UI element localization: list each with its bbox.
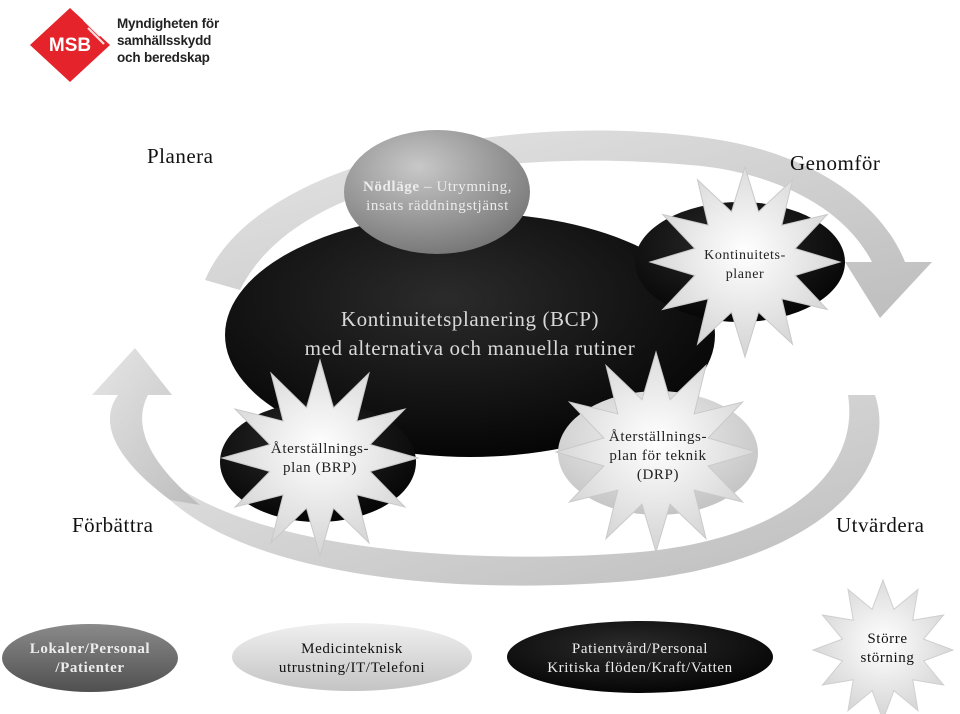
emergency-line-2: insats räddningstjänst — [366, 198, 509, 214]
care-line-2: Kritiska flöden/Kraft/Vatten — [547, 660, 733, 676]
brp-text: Återställnings- plan (BRP) — [250, 440, 390, 478]
care-pill — [507, 621, 773, 693]
disruption-line-2: störning — [860, 650, 915, 666]
premises-line-1: Lokaler/Personal — [29, 641, 151, 657]
logo-line-1: Myndigheten för — [117, 16, 219, 31]
disruption-star — [811, 578, 955, 714]
drp-text: Återställnings- plan för teknik (DRP) — [588, 428, 728, 485]
phase-improve: Förbättra — [72, 513, 154, 537]
logo-line-3: och beredskap — [117, 50, 210, 65]
phase-evaluate: Utvärdera — [836, 513, 925, 537]
drp-line-1: Återställnings- — [608, 429, 708, 445]
continuity-plans-line-2: planer — [725, 267, 765, 282]
medtech-line-1: Medicinteknisk — [301, 641, 403, 657]
bcp-title-line-2: med alternativa och manuella rutiner — [304, 336, 636, 360]
drp-line-2: plan för teknik — [609, 448, 707, 464]
emergency-bold: Nödläge — [362, 179, 420, 195]
continuity-plans-text: Kontinuitets- planer — [680, 246, 810, 284]
msb-logo: MSB — [30, 8, 110, 82]
medtech-text: Medicinteknisk utrustning/IT/Telefoni — [240, 640, 464, 678]
care-line-1: Patientvård/Personal — [571, 641, 709, 657]
disruption-line-1: Större — [867, 631, 908, 647]
logo-line-2: samhällsskydd — [117, 33, 212, 48]
medtech-pill — [232, 623, 472, 691]
brp-line-1: Återställnings- — [270, 441, 370, 457]
care-text: Patientvård/Personal Kritiska flöden/Kra… — [514, 640, 766, 678]
premises-line-2: /Patienter — [55, 660, 125, 676]
logo-text: Myndigheten för samhällsskydd och bereds… — [117, 15, 219, 66]
premises-text: Lokaler/Personal /Patienter — [5, 640, 175, 678]
drp-star — [554, 350, 758, 554]
brp-line-2: plan (BRP) — [283, 460, 357, 476]
emergency-bubble — [344, 130, 530, 254]
drp-line-3: (DRP) — [636, 467, 680, 483]
emergency-text: Nödläge – Utrymning, insats räddningstjä… — [340, 178, 535, 216]
left-arc-arrow — [92, 348, 200, 505]
bcp-title-line-1: Kontinuitetsplanering (BCP) — [340, 307, 600, 331]
phase-plan: Planera — [147, 144, 214, 168]
disruption-text: Större störning — [830, 630, 945, 668]
logo-badge-text: MSB — [49, 35, 91, 56]
emergency-rest: – Utrymning, — [419, 179, 513, 195]
continuity-plans-line-1: Kontinuitets- — [704, 248, 786, 263]
continuity-plans-star — [648, 165, 842, 359]
premises-pill — [2, 624, 178, 692]
phase-execute: Genomför — [790, 151, 881, 175]
bcp-title: Kontinuitetsplanering (BCP) med alternat… — [230, 305, 710, 363]
medtech-line-2: utrustning/IT/Telefoni — [278, 660, 426, 676]
brp-star — [220, 358, 420, 558]
